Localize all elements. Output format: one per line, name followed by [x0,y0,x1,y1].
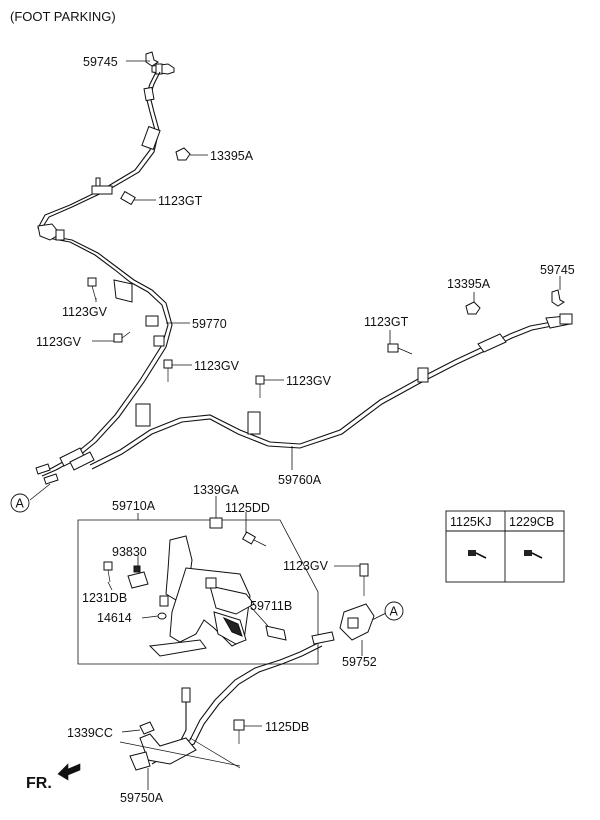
leader-lines [29,60,561,790]
label-1123GT-right: 1123GT [364,315,409,329]
rear-cable-left [35,63,175,477]
label-14614: 14614 [97,611,132,625]
label-59750A: 59750A [120,791,164,805]
diagram-title: (FOOT PARKING) [10,9,116,24]
reference-marker-right: A [384,601,404,621]
label-1125DB: 1125DB [265,720,309,734]
label-1123GV-a: 1123GV [62,305,108,319]
label-1339GA: 1339GA [193,483,240,497]
label-1123GV-e: 1123GV [283,559,329,573]
label-1125DD: 1125DD [225,501,270,515]
bolt-icon [524,550,543,559]
pedal-assembly [103,517,287,657]
bolt-icon [468,550,487,559]
label-1123GV-d: 1123GV [286,374,332,388]
label-13395A-top: 13395A [210,149,254,163]
label-59711B: 59711B [250,599,292,613]
label-93830: 93830 [112,545,147,559]
front-arrow-icon [57,763,81,781]
rear-cable-right [43,313,573,485]
part-labels: 59745 13395A 1123GT 1123GV 59770 1123GV … [36,55,575,805]
front-direction-indicator: FR. [26,763,81,792]
label-1123GV-c: 1123GV [194,359,240,373]
reference-a-right: A [390,605,399,619]
label-59752: 59752 [342,655,377,669]
front-cable [119,631,335,771]
label-59745-right: 59745 [540,263,575,277]
fastener-legend-table: 1125KJ 1229CB [445,510,565,583]
legend-header-1125KJ: 1125KJ [450,515,491,529]
label-1123GT-top: 1123GT [158,194,203,208]
reference-marker-left: A [10,493,30,513]
label-13395A-right: 13395A [447,277,491,291]
reference-a-left: A [16,497,25,511]
label-59745-top: 59745 [83,55,118,69]
label-59760A: 59760A [278,473,322,487]
front-label: FR. [26,775,52,792]
label-1123GV-b: 1123GV [36,335,82,349]
fasteners-upper [87,51,565,398]
legend-header-1229CB: 1229CB [509,515,554,529]
bracket-59752 [339,563,375,641]
label-1339CC: 1339CC [67,726,113,740]
label-59770: 59770 [192,317,227,331]
label-1231DB: 1231DB [82,591,127,605]
label-59710A: 59710A [112,499,156,513]
